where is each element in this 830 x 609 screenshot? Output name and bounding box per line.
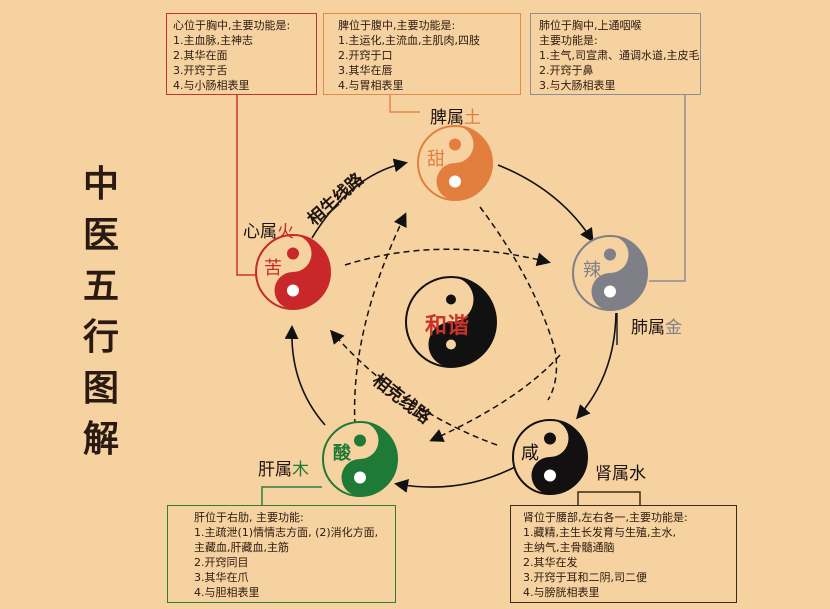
box-line: 3.其华在爪: [194, 571, 249, 584]
element-name: 火: [277, 222, 294, 242]
box-line: 2.开窍于鼻: [539, 64, 594, 77]
box-line: 4.与胃相表里: [338, 79, 404, 92]
title-char: 五: [82, 265, 119, 307]
liver-info-box: 肝位于右肋, 主要功能: 1.主疏泄(1)情情志方面, (2)消化方面, 主藏血…: [167, 505, 396, 603]
spleen-label: 脾属土: [430, 103, 481, 128]
box-line: 2.其华在面: [173, 49, 228, 62]
box-line: 心位于胸中,主要功能是:: [173, 19, 291, 32]
yin-yang-kidney-icon: [512, 419, 588, 495]
box-line: 1.主疏泄(1)情情志方面, (2)消化方面,: [194, 526, 379, 539]
box-line: 2.开窍同目: [194, 556, 249, 569]
harmony-label: 和谐: [425, 314, 470, 339]
arrow-liver-to-heart: [284, 325, 326, 426]
lung-info-box: 肺位于胸中,上通咽喉 主要功能是: 1.主气,司宣肃、通调水道,主皮毛 2.开窍…: [530, 13, 701, 95]
box-line: 2.其华在发: [523, 556, 578, 569]
box-line: 1.藏精,主生长发育与生殖,主水,: [523, 526, 676, 539]
taste-bitter: 苦: [264, 258, 282, 279]
box-line: 3.其华在唇: [338, 64, 393, 77]
box-line: 3.开窍于耳和二阴,司二便: [523, 571, 647, 584]
arrow-liver-to-spleen: [353, 212, 407, 426]
box-line: 1.主血脉,主神志: [173, 34, 253, 47]
box-line: 肾位于腰部,左右各一,主要功能是:: [523, 511, 688, 524]
organ-name: 肾属: [595, 464, 629, 484]
box-line: 4.与胆相表里: [194, 586, 260, 599]
box-line: 肝位于右肋, 主要功能:: [194, 511, 304, 524]
arrow-kidney-to-liver: [394, 466, 516, 493]
yin-yang-lung-icon: [572, 235, 648, 311]
organ-name: 心属: [243, 222, 277, 242]
kidney-label: 肾属水: [595, 459, 646, 484]
title-char: 解: [82, 418, 119, 460]
box-line: 脾位于腹中,主要功能是:: [338, 19, 456, 32]
box-line: 肺位于胸中,上通咽喉: [539, 19, 642, 32]
taste-sweet: 甜: [427, 149, 445, 170]
box-line: 主藏血,肝藏血,主筋: [194, 541, 289, 554]
box-line: 1.主运化,主流血,主肌肉,四肢: [338, 34, 480, 47]
organ-name: 脾属: [430, 108, 464, 128]
box-line: 4.与小肠相表里: [173, 79, 250, 92]
liver-label: 肝属木: [258, 455, 309, 480]
title-char: 医: [82, 214, 119, 256]
taste-spicy: 辣: [583, 260, 601, 281]
element-name: 金: [665, 318, 682, 338]
arrow-heart-to-spleen: [311, 158, 408, 239]
spleen-info-box: 脾位于腹中,主要功能是: 1.主运化,主流血,主肌肉,四肢 2.开窍于口 3.其…: [323, 13, 521, 95]
arrow-heart-to-lung: [344, 248, 551, 267]
box-line: 1.主气,司宣肃、通调水道,主皮毛: [539, 49, 700, 62]
box-line: 2.开窍于口: [338, 49, 393, 62]
arrow-spleen-to-kidney-part: [479, 206, 558, 401]
diagram-title: 中 医 五 行 图 解: [78, 165, 124, 458]
title-char: 行: [82, 316, 119, 358]
element-name: 木: [292, 460, 309, 480]
title-char: 图: [82, 367, 119, 409]
spleen-connector: [389, 95, 420, 113]
heart-label: 心属火: [243, 217, 294, 242]
yin-yang-spleen-icon: [417, 125, 493, 201]
arrow-lung-to-kidney: [576, 312, 617, 420]
yin-yang-heart-icon: [255, 234, 331, 310]
box-line: 3.开窍于舌: [173, 64, 228, 77]
heart-connector: [236, 95, 256, 276]
title-char: 中: [82, 163, 119, 205]
arrow-lung-to-liver: [429, 354, 561, 442]
taste-sour: 酸: [333, 443, 351, 464]
lung-connector: [649, 95, 686, 282]
taste-salty: 咸: [521, 443, 539, 464]
yin-yang-center-icon: [405, 276, 497, 368]
arrow-spleen-to-lung: [497, 164, 594, 243]
organ-name: 肝属: [258, 460, 292, 480]
box-line: 3.与大肠相表里: [539, 79, 616, 92]
box-line: 主要功能是:: [539, 34, 598, 47]
lung-label: 肺属金: [631, 313, 682, 338]
heart-info-box: 心位于胸中,主要功能是: 1.主血脉,主神志 2.其华在面 3.开窍于舌 4.与…: [166, 13, 317, 95]
element-name: 土: [464, 108, 481, 128]
kidney-connector: [577, 491, 641, 505]
element-name: 水: [629, 464, 646, 484]
organ-name: 肺属: [631, 318, 665, 338]
box-line: 4.与膀胱相表里: [523, 586, 600, 599]
liver-connector: [261, 486, 322, 505]
arrow-kidney-to-heart: [330, 329, 498, 446]
kidney-info-box: 肾位于腰部,左右各一,主要功能是: 1.藏精,主生长发育与生殖,主水, 主纳气,…: [510, 505, 737, 603]
yin-yang-liver-icon: [322, 421, 398, 497]
box-line: 主纳气,主骨髓通脑: [523, 541, 615, 554]
